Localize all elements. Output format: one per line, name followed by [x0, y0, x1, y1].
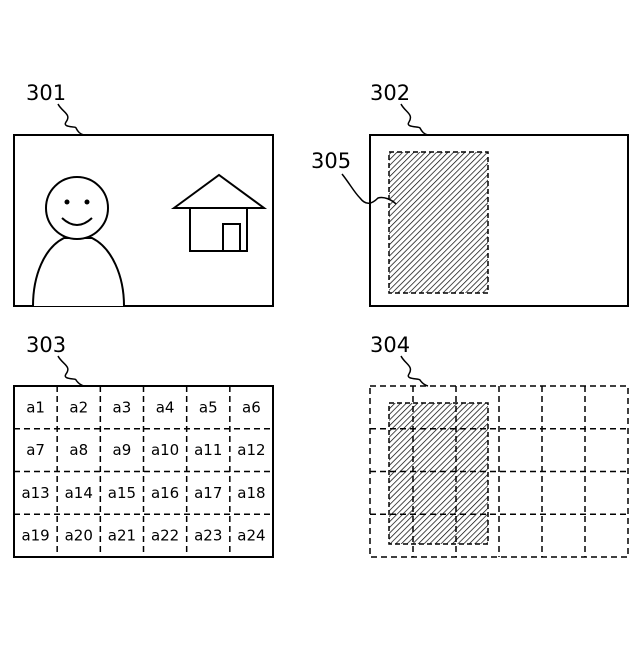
block-label: a19: [21, 527, 49, 545]
block-label: a20: [65, 527, 93, 545]
block-label: a21: [108, 527, 136, 545]
block-label: a5: [199, 398, 218, 416]
block-label: a3: [113, 398, 132, 416]
block-label: a8: [69, 441, 88, 459]
leader-line-302: [401, 104, 428, 135]
block-label: a16: [151, 484, 179, 502]
person-head: [46, 177, 108, 239]
label-302: 302: [370, 81, 410, 105]
block-label: a12: [237, 441, 265, 459]
label-303: 303: [26, 333, 66, 357]
block-label: a10: [151, 441, 179, 459]
block-label: a11: [194, 441, 222, 459]
person-left-eye: [65, 200, 70, 205]
leader-line-303: [58, 356, 84, 386]
block-label: a18: [237, 484, 265, 502]
block-label: a9: [113, 441, 132, 459]
panel-304: 304: [370, 333, 628, 557]
panel-303: 303 a1 a2 a3 a4 a5 a6 a7 a8 a9 a10 a11 a12 a13 a14 a15…: [14, 333, 273, 557]
label-301: 301: [26, 81, 66, 105]
block-label: a22: [151, 527, 179, 545]
person-right-eye: [85, 200, 90, 205]
region-305: [389, 152, 488, 293]
block-label: a15: [108, 484, 136, 502]
block-label: a14: [65, 484, 93, 502]
block-label: a24: [237, 527, 265, 545]
label-304: 304: [370, 333, 410, 357]
panel-301: 301: [14, 81, 273, 306]
block-label: a23: [194, 527, 222, 545]
block-label: a4: [156, 398, 175, 416]
block-label: a7: [26, 441, 45, 459]
panel-302: 302 305: [311, 81, 628, 306]
label-305: 305: [311, 149, 351, 173]
block-label: a1: [26, 398, 45, 416]
region-overlay: [389, 403, 488, 544]
house-door: [223, 224, 240, 251]
block-label: a2: [69, 398, 88, 416]
block-label: a13: [21, 484, 49, 502]
block-label: a6: [242, 398, 261, 416]
leader-line-301: [58, 104, 84, 135]
block-label: a17: [194, 484, 222, 502]
leader-line-304: [401, 356, 428, 386]
